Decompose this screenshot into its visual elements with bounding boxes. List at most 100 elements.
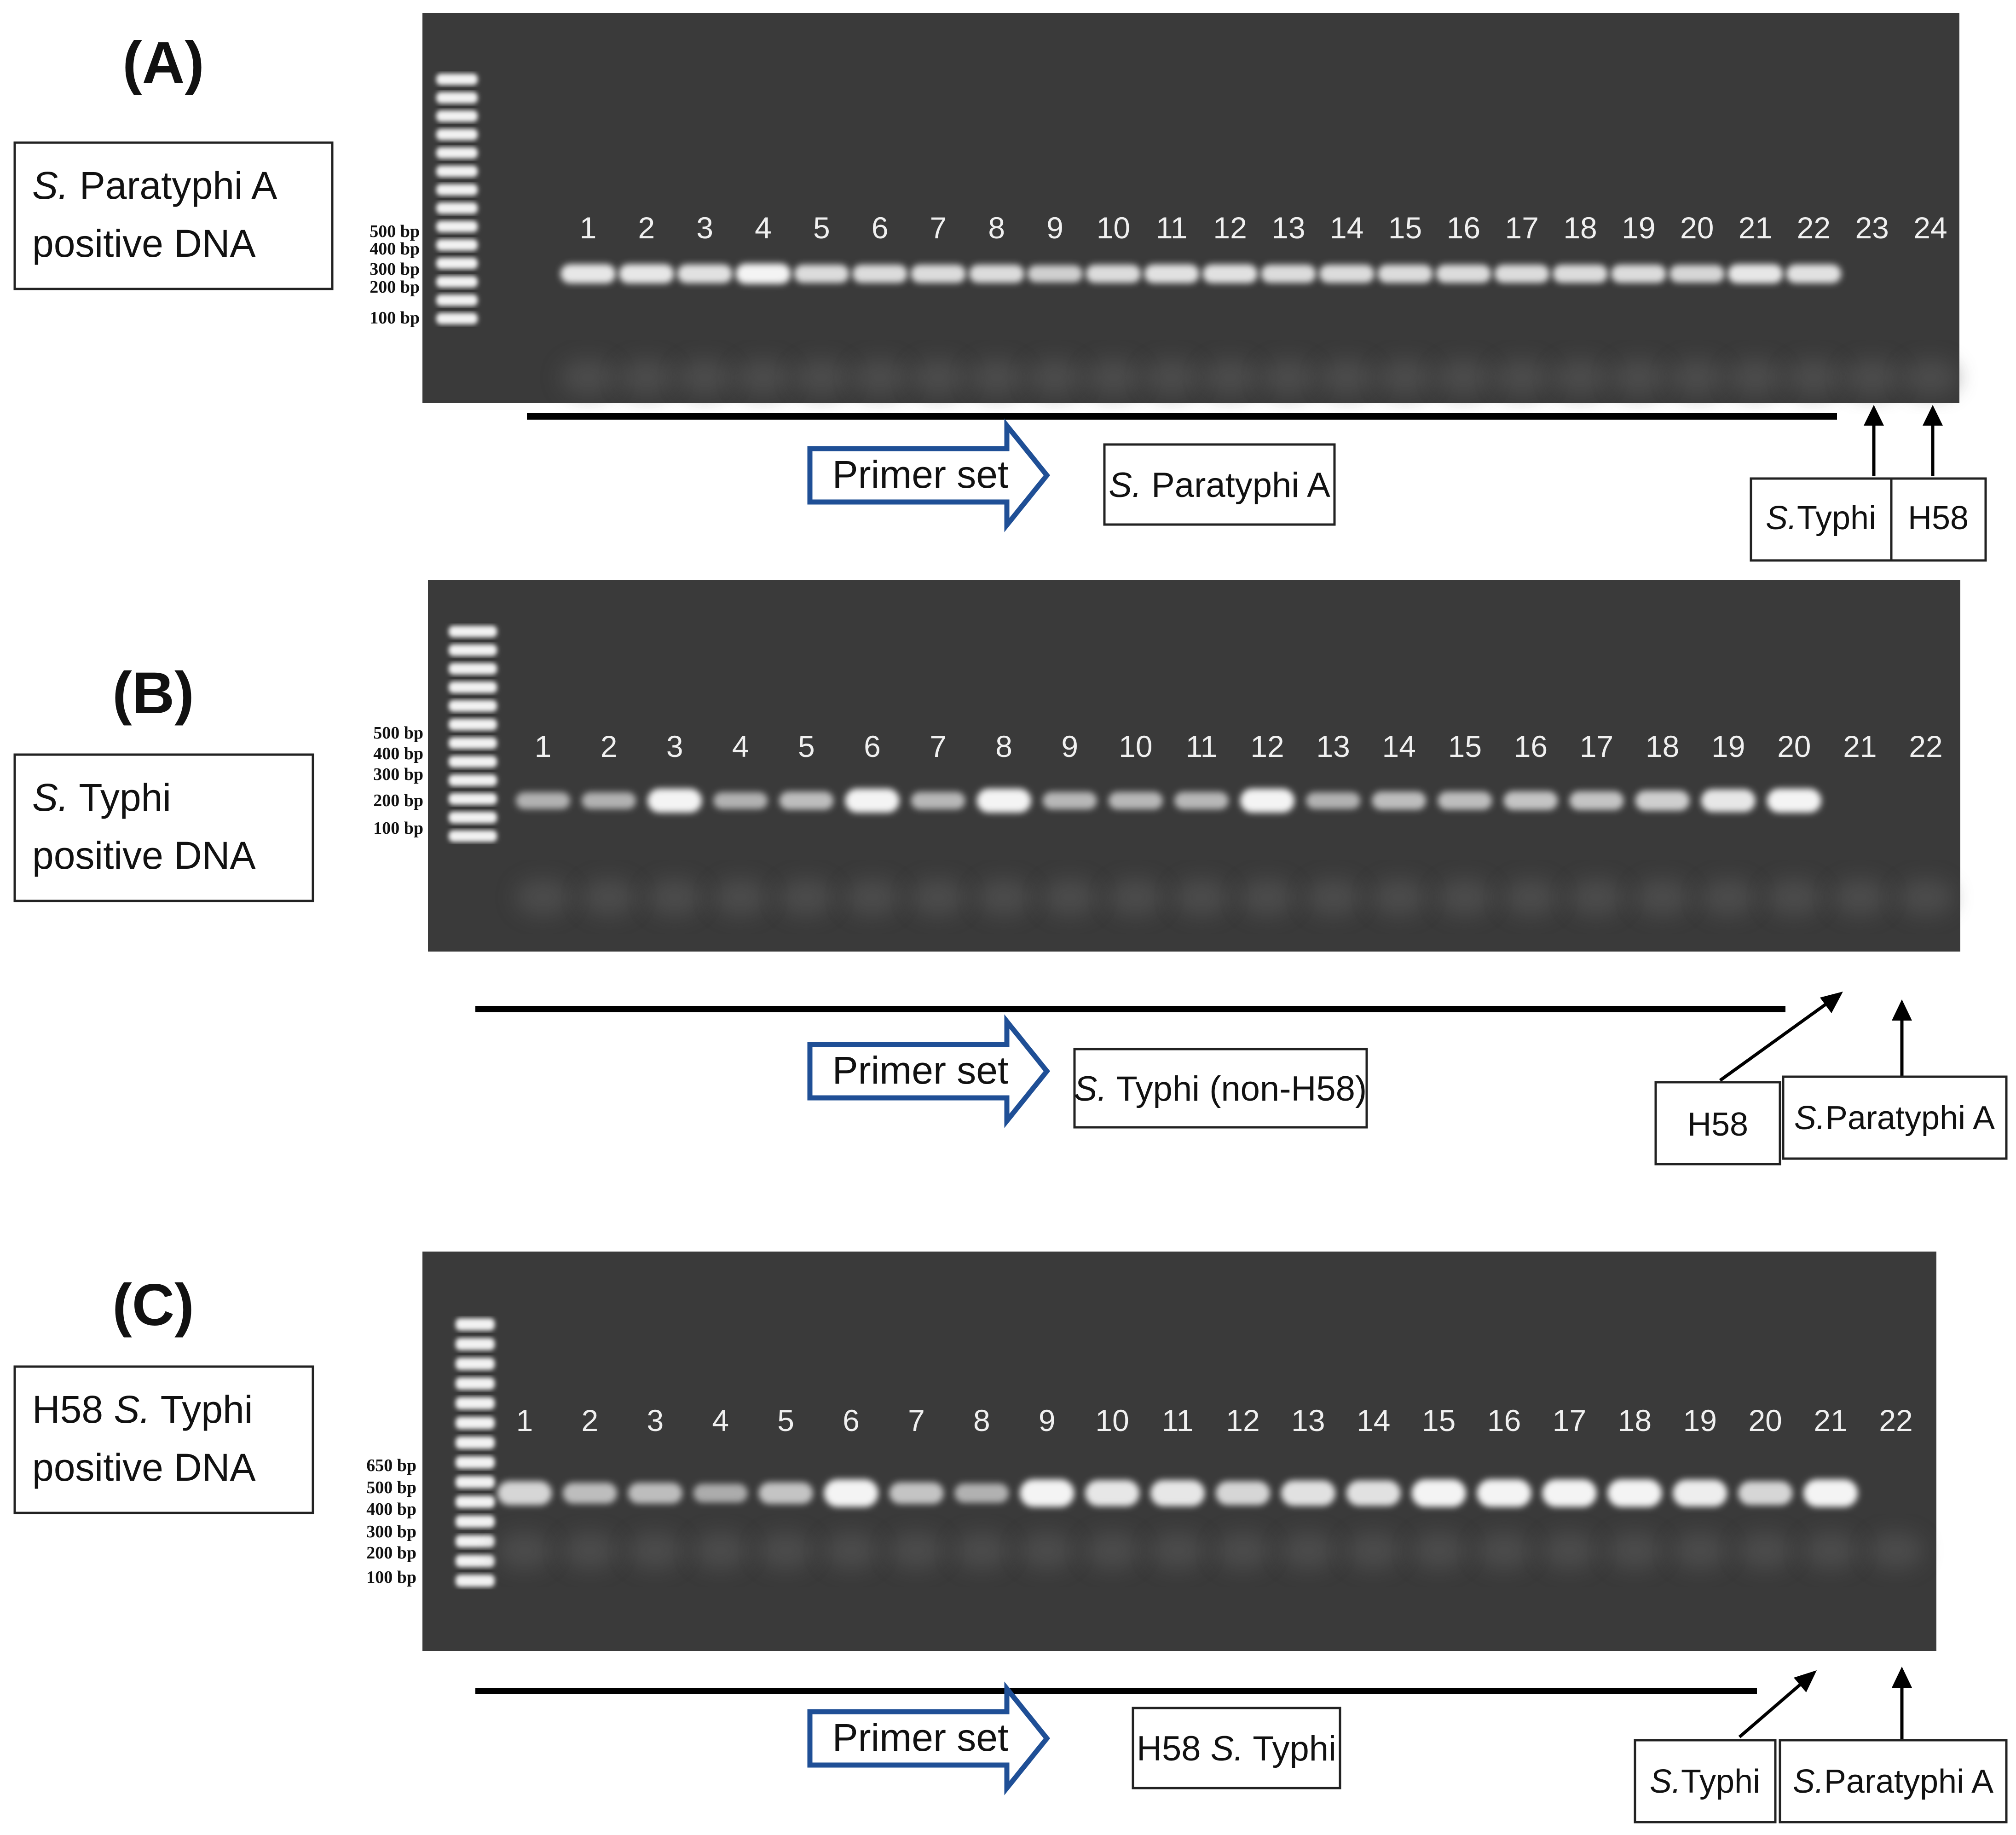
lane-label: 12	[1250, 729, 1284, 763]
ladder-band	[436, 258, 478, 269]
lane-label: 10	[1095, 1403, 1129, 1437]
lane-label: 3	[647, 1403, 664, 1437]
lane-band	[1281, 1480, 1335, 1506]
lane-smear	[1844, 359, 1900, 396]
lane-smear	[910, 359, 966, 396]
panel-c-control-box-2	[1779, 1739, 2008, 1823]
lane-label: 20	[1680, 211, 1714, 245]
lane-label: 4	[755, 211, 772, 245]
ladder-band	[449, 812, 497, 824]
panel-a-primer-label: Primer set	[832, 453, 1009, 496]
lane-label: 1	[580, 211, 597, 245]
lane-smear	[1436, 359, 1491, 396]
lane-smear	[1611, 359, 1666, 396]
lane-smear	[1108, 879, 1163, 916]
lane-label: 14	[1330, 211, 1363, 245]
lane-label: 2	[582, 1403, 599, 1437]
lane-band	[1215, 1481, 1270, 1505]
lane-label: 15	[1448, 729, 1482, 763]
lane-smear	[1305, 879, 1361, 916]
lane-band	[677, 264, 733, 283]
lane-band	[1240, 789, 1295, 813]
lane-label: 6	[843, 1403, 860, 1437]
lane-band	[497, 1481, 552, 1505]
lane-smear	[758, 1532, 814, 1569]
lane-band	[1438, 791, 1492, 810]
ladder-band	[456, 1377, 495, 1390]
lane-smear	[677, 359, 733, 396]
lane-label: 5	[798, 729, 815, 763]
ladder-band	[456, 1575, 495, 1587]
lane-smear	[1042, 879, 1098, 916]
lane-smear	[1377, 359, 1433, 396]
lane-band	[1607, 1479, 1662, 1507]
lane-smear	[1832, 879, 1888, 916]
lane-band	[1738, 1481, 1793, 1505]
panel-b-control-box-2	[1782, 1075, 2008, 1160]
panel-b-control-1: H58	[1687, 1106, 1748, 1143]
ladder-band	[456, 1515, 495, 1528]
ladder-band	[456, 1397, 495, 1409]
panel-c-sample-line2: positive DNA	[32, 1446, 256, 1489]
panel-c-primer-arrow: Primer set	[807, 1681, 1051, 1795]
ladder-size-label: 650 bp	[366, 1456, 416, 1475]
lane-label: 1	[535, 729, 552, 763]
panel-c-control-box-1	[1634, 1739, 1777, 1823]
lane-label: 22	[1909, 729, 1942, 763]
ladder-band	[436, 92, 478, 104]
panel-b-primer-target-box	[1073, 1048, 1368, 1129]
lane-label: 6	[872, 211, 889, 245]
lane-smear	[1240, 879, 1295, 916]
panel-b-sample-line1: S. Typhi	[32, 776, 171, 819]
lane-band	[845, 789, 900, 813]
lane-label: 7	[930, 211, 947, 245]
lane-smear	[1542, 1532, 1597, 1569]
lane-smear	[1553, 359, 1608, 396]
lane-band	[969, 265, 1024, 283]
panel-c-control-1: S.Typhi	[1650, 1763, 1760, 1800]
lane-band	[1260, 265, 1316, 283]
lane-band	[1306, 792, 1361, 809]
lane-band	[647, 789, 702, 813]
lane-label: 17	[1505, 211, 1539, 245]
panel-a-letter: (A)	[122, 30, 204, 96]
lane-label: 21	[1814, 1403, 1847, 1437]
lane-band	[1767, 789, 1821, 813]
lane-label: 8	[995, 729, 1012, 763]
lane-smear	[1700, 879, 1756, 916]
lane-smear	[1607, 1532, 1663, 1569]
lane-band	[713, 792, 768, 809]
lane-label: 9	[1061, 729, 1078, 763]
lane-smear	[1144, 359, 1200, 396]
lane-band	[1085, 1480, 1140, 1506]
lane-smear	[1150, 1532, 1206, 1569]
lane-label: 4	[712, 1403, 729, 1437]
lane-smear	[713, 879, 768, 916]
lane-label: 2	[601, 729, 618, 763]
panel-a-control-box-2	[1890, 477, 1987, 562]
lane-smear	[1669, 359, 1725, 396]
lane-label: 22	[1879, 1403, 1912, 1437]
lane-band	[1150, 1480, 1205, 1506]
lane-smear	[1027, 359, 1083, 396]
ladder-band	[456, 1318, 495, 1331]
ladder-size-label: 200 bp	[366, 1543, 416, 1563]
lane-band	[1372, 791, 1427, 810]
lane-band	[1144, 264, 1200, 283]
lane-label: 1	[516, 1403, 533, 1437]
ladder-band	[436, 294, 478, 306]
lane-band	[1411, 1479, 1466, 1507]
ladder-size-label: 500 bp	[366, 1478, 416, 1497]
panel-b-letter: (B)	[112, 660, 194, 726]
lane-label: 19	[1711, 729, 1745, 763]
lane-band	[1727, 264, 1783, 283]
ladder-band	[436, 239, 478, 251]
panel-a-primer-target: S. Paratyphi A	[1109, 466, 1330, 505]
panel-c-control-2: S.Paratyphi A	[1793, 1763, 1993, 1800]
lane-smear	[560, 359, 616, 396]
lane-label: 21	[1843, 729, 1877, 763]
panel-c-gel	[422, 1252, 1936, 1651]
